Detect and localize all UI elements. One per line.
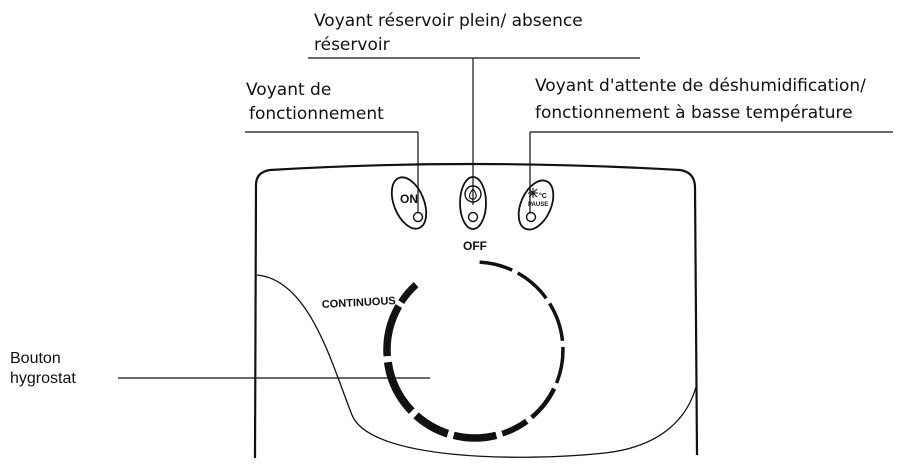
dial-scale-segment-3 bbox=[548, 302, 565, 342]
callout-operation-line2: fonctionnement bbox=[249, 104, 384, 124]
standby-indicator: °C PAUSE bbox=[517, 179, 555, 231]
callout-operation-line1: Voyant de bbox=[246, 80, 332, 100]
callout-reservoir-line2: réservoir bbox=[314, 35, 390, 55]
dial-scale-segment-1 bbox=[479, 260, 513, 272]
callout-knob-line2: hygrostat bbox=[10, 370, 76, 387]
dial-scale-segment-6 bbox=[501, 418, 529, 437]
on-indicator-light bbox=[412, 211, 424, 223]
reservoir-indicator-light bbox=[467, 211, 479, 223]
dial-scale-segment-9 bbox=[383, 361, 415, 414]
hygrostat-dial[interactable] bbox=[383, 260, 565, 442]
dial-scale bbox=[383, 260, 565, 442]
dial-scale-segment-8 bbox=[413, 412, 450, 438]
dial-scale-segment-4 bbox=[554, 346, 565, 384]
callout-standby-line2: fonctionnement à basse température bbox=[535, 103, 853, 123]
dial-scale-segment-5 bbox=[530, 387, 557, 420]
dial-scale-segment-11 bbox=[398, 282, 419, 305]
off-label: OFF bbox=[463, 239, 487, 253]
svg-text:°C: °C bbox=[539, 192, 547, 200]
snowflake-temperature-icon: °C bbox=[528, 188, 547, 200]
on-label: ON bbox=[400, 192, 418, 206]
standby-indicator-light bbox=[525, 211, 537, 223]
callout-standby-line1: Voyant d'attente de déshumidification/ bbox=[535, 76, 866, 96]
callout-knob-line1: Bouton bbox=[10, 350, 61, 367]
callout-reservoir-line1: Voyant réservoir plein/ absence bbox=[314, 11, 583, 31]
panel-inner-curve bbox=[256, 274, 697, 458]
dial-scale-segment-7 bbox=[452, 431, 498, 442]
continuous-label: CONTINUOUS bbox=[322, 295, 396, 311]
dial-scale-segment-10 bbox=[383, 304, 403, 357]
pause-label: PAUSE bbox=[528, 202, 548, 208]
on-indicator: ON bbox=[390, 176, 428, 230]
dial-scale-segment-2 bbox=[516, 271, 548, 300]
